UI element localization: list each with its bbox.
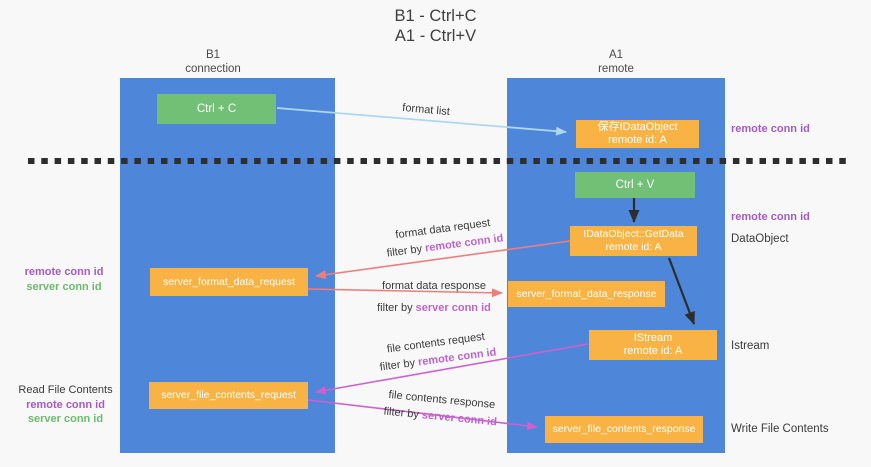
istream-title: IStream [633, 332, 673, 344]
remote-conn-id-label: remote conn id [26, 398, 105, 411]
filter-by-text: filter by [383, 405, 420, 421]
format-data-response-label: format data response filter by server co… [372, 275, 496, 319]
istream-box: IStream remote id: A [589, 330, 717, 360]
ctrl-c-label: Ctrl + C [196, 103, 237, 115]
lifeline-header-b1: B1 connection [153, 48, 273, 76]
server-format-data-response-box: server_format_data_response [508, 281, 665, 307]
format-data-request-arrow [315, 240, 571, 280]
dataobject-label: DataObject [731, 233, 789, 245]
filter-by-text: filter by [377, 302, 413, 314]
write-file-contents-label: Write File Contents [731, 423, 829, 435]
lifeline-header-a1: A1 remote [556, 48, 676, 76]
lifeline-b1-role: connection [185, 63, 241, 75]
left-file-conn-ids: Read File Contents remote conn id server… [8, 383, 123, 427]
ctrl-v-box: Ctrl + V [575, 172, 695, 198]
save-dataobject-box: 保存IDataObject remote id: A [576, 120, 699, 148]
format-data-response-text: format data response [382, 280, 486, 292]
remote-conn-id-label: remote conn id [731, 123, 810, 135]
diagram-title: B1 - Ctrl+C A1 - Ctrl+V [0, 6, 871, 46]
server-file-contents-response-box: server_file_contents_response [545, 416, 703, 443]
getdata-title: IDataObject::GetData [583, 228, 684, 240]
getdata-to-istream-arrow [667, 257, 696, 325]
remote-conn-id-label: remote conn id [24, 266, 104, 278]
filter-by-text: filter by [379, 357, 416, 374]
getdata-remote-id: remote id: A [605, 241, 662, 253]
istream-label: Istream [731, 340, 770, 352]
file-contents-response-arrow [307, 399, 538, 431]
format-data-response-filter: filter by server conn id [372, 297, 496, 319]
istream-remote-id: remote id: A [623, 345, 683, 357]
getdata-box: IDataObject::GetData remote id: A [570, 226, 697, 256]
lifeline-a1-name: A1 [608, 49, 624, 61]
server-format-data-request-label: server_format_data_request [163, 275, 295, 288]
ctrl-v-label: Ctrl + V [615, 179, 655, 191]
title-line-2: A1 - Ctrl+V [394, 27, 477, 45]
filter-by-text: filter by [386, 243, 423, 260]
server-format-data-request-box: server_format_data_request [150, 268, 308, 296]
server-conn-id-text: server conn id [415, 302, 491, 314]
lifeline-b1-name: B1 [205, 49, 221, 61]
title-line-1: B1 - Ctrl+C [394, 7, 477, 25]
server-file-contents-response-label: server_file_contents_response [552, 423, 696, 435]
read-file-contents-label: Read File Contents [18, 384, 113, 396]
server-conn-id-label: server conn id [27, 413, 104, 425]
save-dataobject-remote-id: remote id: A [608, 134, 667, 146]
lifeline-a1-role: remote [598, 63, 634, 75]
left-format-conn-ids: remote conn id server conn id [8, 265, 120, 294]
format-data-response-arrow [307, 288, 503, 298]
server-format-data-response-label: server_format_data_response [516, 287, 657, 300]
file-contents-request-arrow [315, 343, 589, 395]
server-conn-id-label: server conn id [26, 280, 102, 293]
save-dataobject-title: 保存IDataObject [597, 121, 678, 133]
ctrl-c-box: Ctrl + C [157, 94, 276, 124]
server-file-contents-request-label: server_file_contents_request [161, 389, 296, 401]
server-file-contents-request-box: server_file_contents_request [149, 382, 308, 409]
remote-conn-id-label: remote conn id [731, 211, 810, 223]
format-list-arrow [276, 107, 567, 136]
